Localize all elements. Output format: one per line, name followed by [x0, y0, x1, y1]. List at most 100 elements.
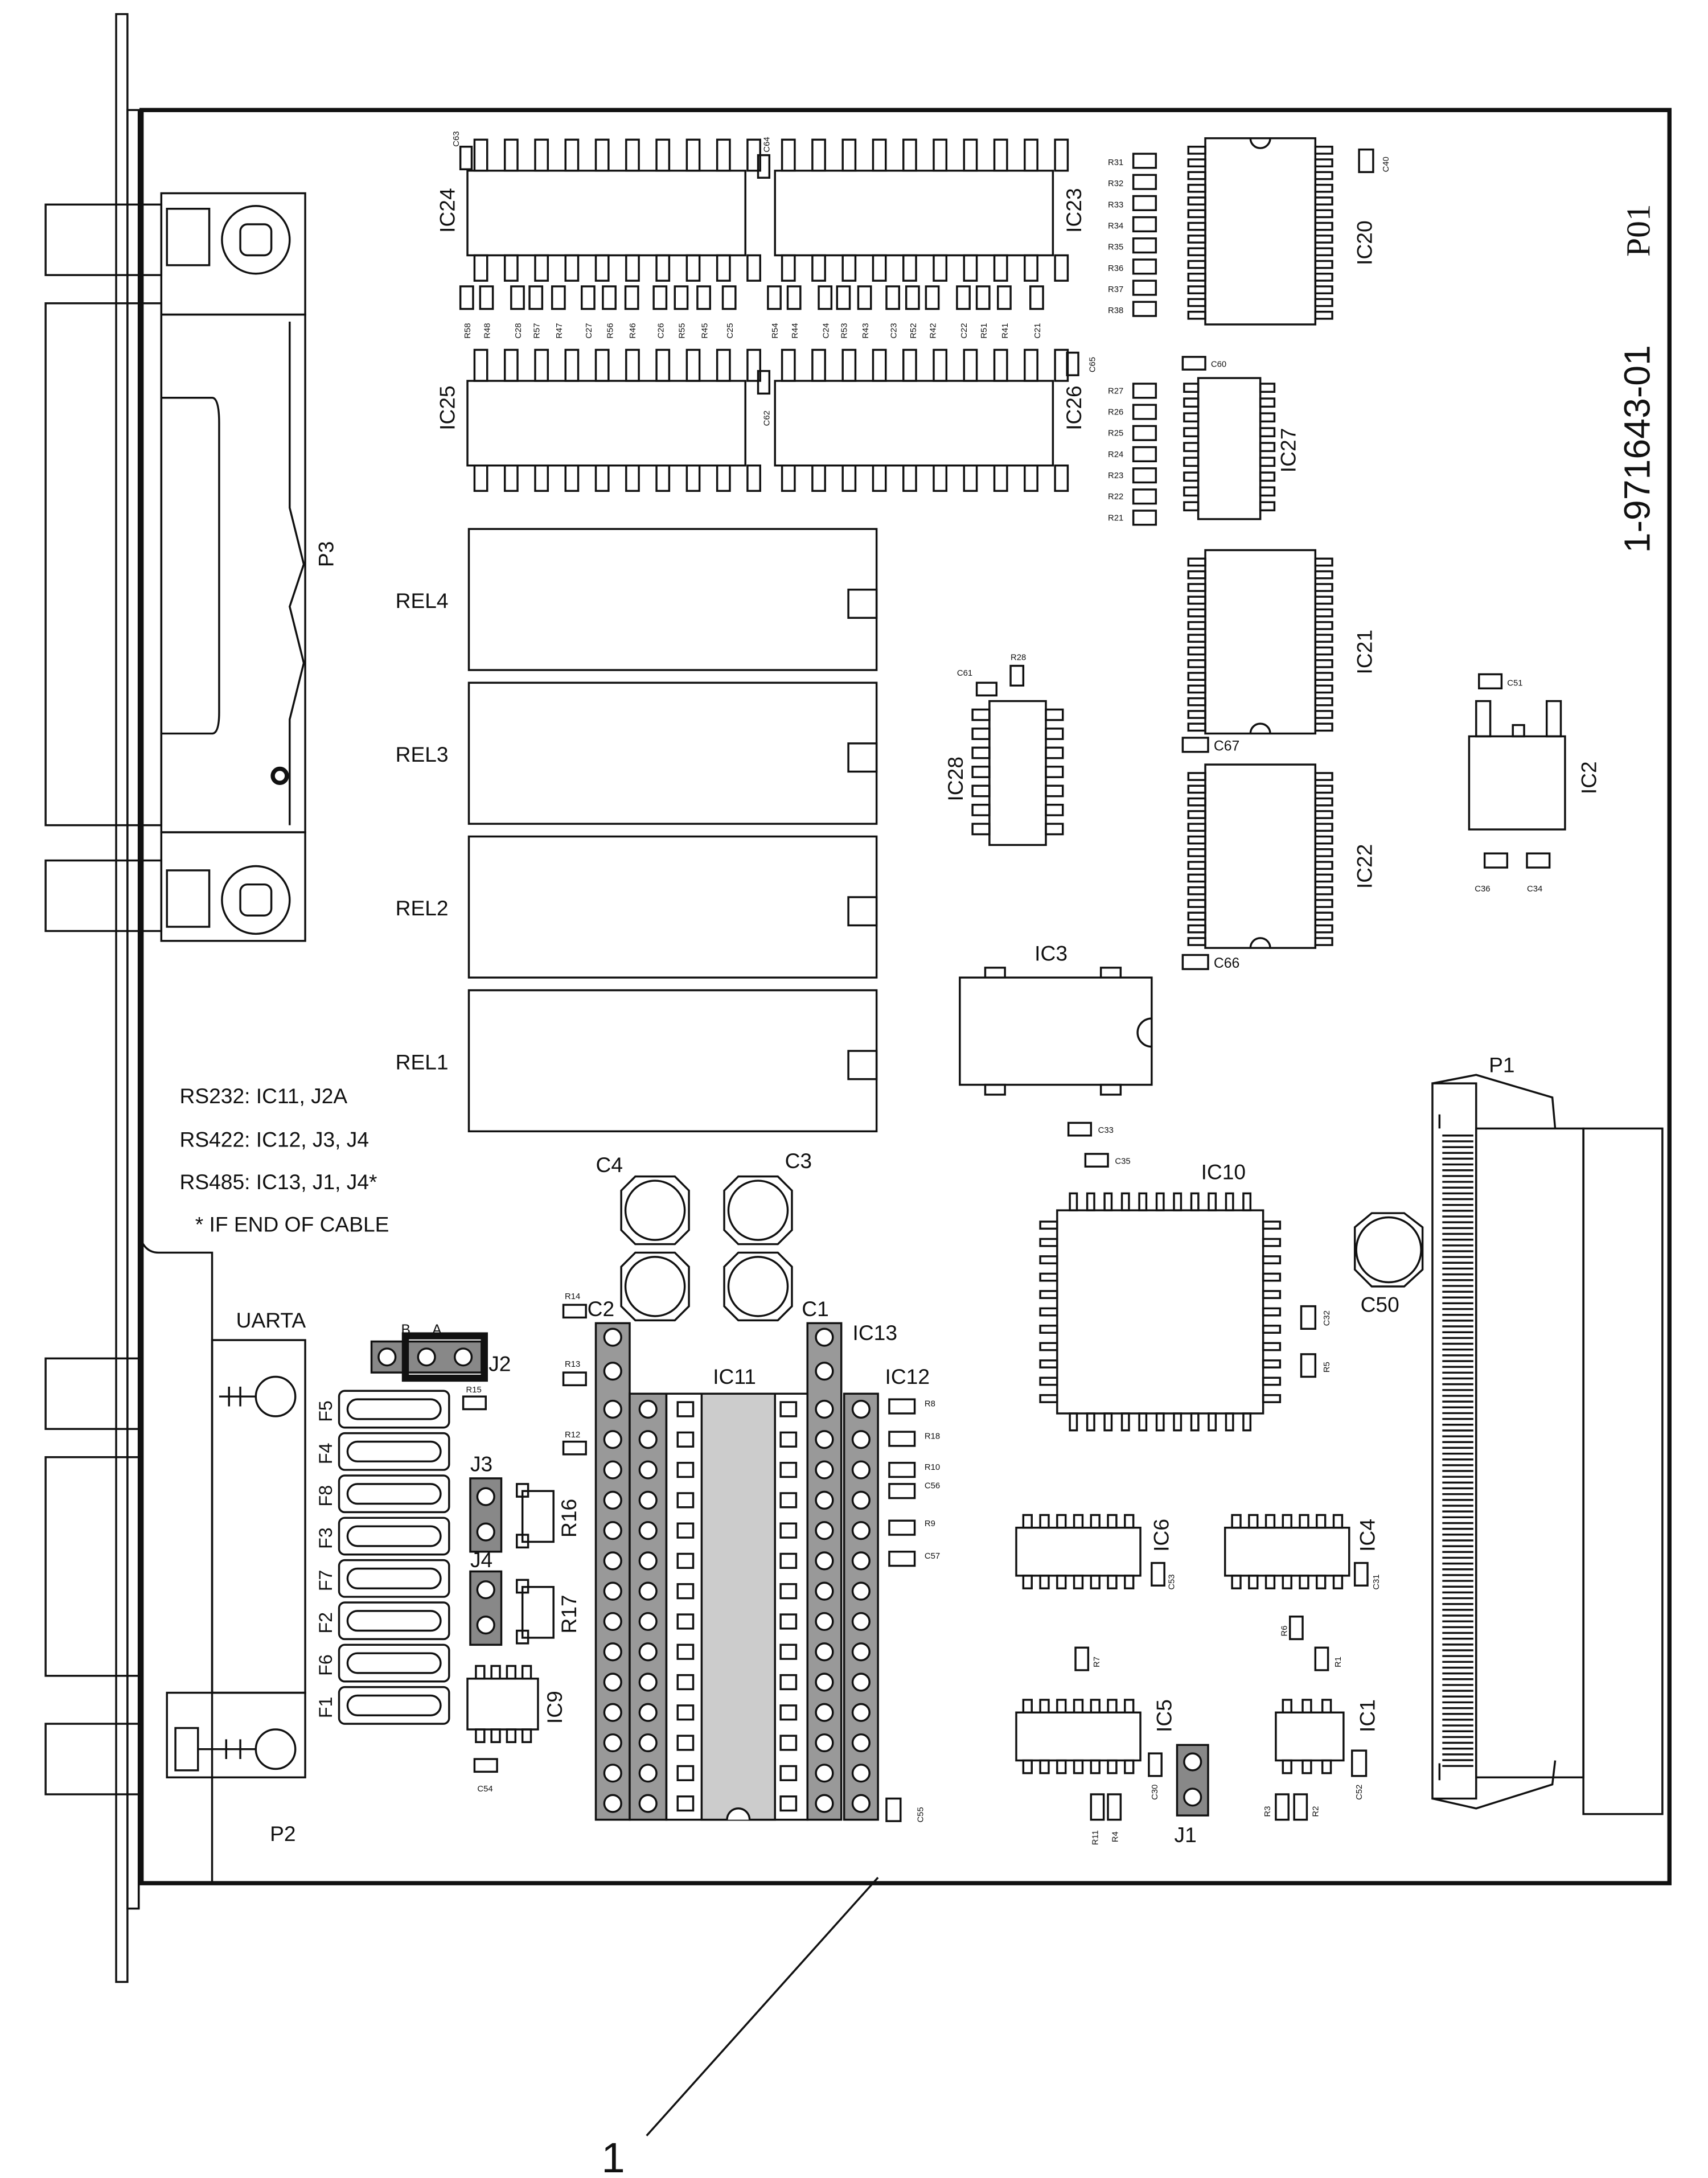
ic-pin — [1314, 158, 1333, 168]
ic21-chip — [1187, 549, 1333, 735]
smd-part — [885, 1797, 902, 1822]
ic-pin — [1314, 209, 1333, 219]
ic-pin — [1314, 937, 1333, 946]
socket-pin — [638, 1460, 658, 1480]
r15-label: R15 — [466, 1386, 482, 1395]
fuse-holder — [338, 1474, 450, 1514]
ic-pin — [1039, 1220, 1058, 1230]
ic-pin — [1314, 886, 1333, 895]
ic-pin — [841, 348, 857, 382]
ic-pin — [1259, 501, 1276, 512]
resistor-label: R34 — [1108, 221, 1123, 231]
ic-pin — [1264, 1514, 1276, 1529]
r16-label: R16 — [557, 1499, 581, 1538]
ic-pin — [1187, 797, 1206, 807]
c65-label: C65 — [1089, 357, 1098, 372]
ic-pin — [1314, 196, 1333, 206]
fuse — [346, 1652, 442, 1674]
cap-c62 — [757, 369, 771, 395]
cap-c67 — [1181, 737, 1209, 753]
ic-pin — [1039, 1342, 1058, 1351]
ic-pin — [1124, 1514, 1135, 1529]
ic-pin — [1314, 247, 1333, 257]
ic-pin — [1314, 911, 1333, 921]
capacitor-body — [620, 1251, 690, 1322]
smd-label: R55 — [678, 323, 687, 338]
ic-pin — [811, 254, 826, 282]
resistor — [1132, 301, 1157, 317]
ic-pin — [1022, 1759, 1033, 1774]
ic-pin — [655, 348, 671, 382]
ic-pin — [1259, 471, 1276, 482]
socket-pin — [603, 1361, 622, 1381]
smd-part — [510, 285, 525, 310]
smd-part — [479, 285, 494, 310]
socket-pin — [603, 1642, 622, 1662]
ic-pin — [1039, 1290, 1058, 1299]
cap-c64 — [757, 154, 771, 179]
socket-pin — [815, 1672, 834, 1692]
socket-pin — [815, 1733, 834, 1753]
ic-pin — [1314, 823, 1333, 832]
socket-pin — [851, 1460, 871, 1480]
c53-label: C53 — [1168, 1574, 1177, 1589]
ic4-chip — [1223, 1514, 1350, 1589]
ic-pin — [676, 1431, 695, 1448]
c62-label: C62 — [762, 410, 771, 426]
cap-c66 — [1181, 954, 1209, 971]
ic-pin — [685, 464, 701, 492]
jumper-j2[interactable] — [370, 1332, 488, 1382]
ic-pin — [811, 464, 826, 492]
ic-pin — [534, 138, 549, 172]
ic-pin — [1183, 471, 1200, 482]
ic-pin — [779, 1522, 798, 1539]
jumper-j4[interactable] — [469, 1570, 503, 1646]
ic-pin — [1039, 1325, 1058, 1334]
cap-c52 — [1350, 1749, 1368, 1777]
p3-connector — [44, 192, 306, 942]
rel4-label: REL4 — [396, 589, 449, 613]
resistor-label: R26 — [1108, 408, 1123, 417]
ic-pin — [1187, 298, 1206, 307]
jumper-j3[interactable] — [469, 1477, 503, 1553]
ic25-label: IC25 — [436, 385, 459, 430]
note-end-of-cable: * IF END OF CABLE — [195, 1212, 389, 1236]
socket-pin — [851, 1672, 871, 1692]
ic-pin — [1299, 1514, 1309, 1529]
resistor — [1132, 404, 1157, 420]
ic-pin — [594, 464, 610, 492]
ic-pin — [1187, 911, 1206, 921]
ic-pin — [1314, 183, 1333, 193]
socket-pin — [638, 1733, 658, 1753]
socket-pin — [851, 1642, 871, 1662]
jumper-j1[interactable] — [1176, 1744, 1209, 1817]
cap-c65 — [1066, 351, 1079, 376]
cap-c35 — [1084, 1153, 1109, 1168]
ic-pin — [1314, 285, 1333, 295]
ic-pin — [534, 254, 549, 282]
smd-part — [721, 285, 737, 310]
ic-pin — [1039, 1238, 1058, 1247]
ic-pin — [1056, 1575, 1067, 1589]
ic26-label: IC26 — [1062, 385, 1086, 430]
socket-pin — [851, 1399, 871, 1419]
p3-label: P3 — [314, 541, 338, 567]
ic-pin — [1187, 158, 1206, 168]
ic10-label: IC10 — [1201, 1160, 1246, 1184]
ic-pin — [1054, 464, 1069, 492]
ic-pin — [716, 348, 731, 382]
smd-part — [528, 285, 544, 310]
fuse-holder — [338, 1517, 450, 1556]
ic-pin — [1262, 1394, 1282, 1403]
ic-pin — [1187, 937, 1206, 946]
smd-label: C21 — [1033, 323, 1042, 338]
resistor — [1132, 509, 1157, 526]
ic-pin — [1316, 1575, 1327, 1589]
resistor-label: R22 — [1108, 492, 1123, 502]
ic26-chip — [774, 380, 1054, 467]
ic-pin — [1039, 1272, 1058, 1282]
r13-label: R13 — [565, 1360, 580, 1369]
ic-pin — [1282, 1759, 1292, 1774]
fuse-label: F7 — [315, 1570, 336, 1592]
smd-part — [767, 285, 782, 310]
